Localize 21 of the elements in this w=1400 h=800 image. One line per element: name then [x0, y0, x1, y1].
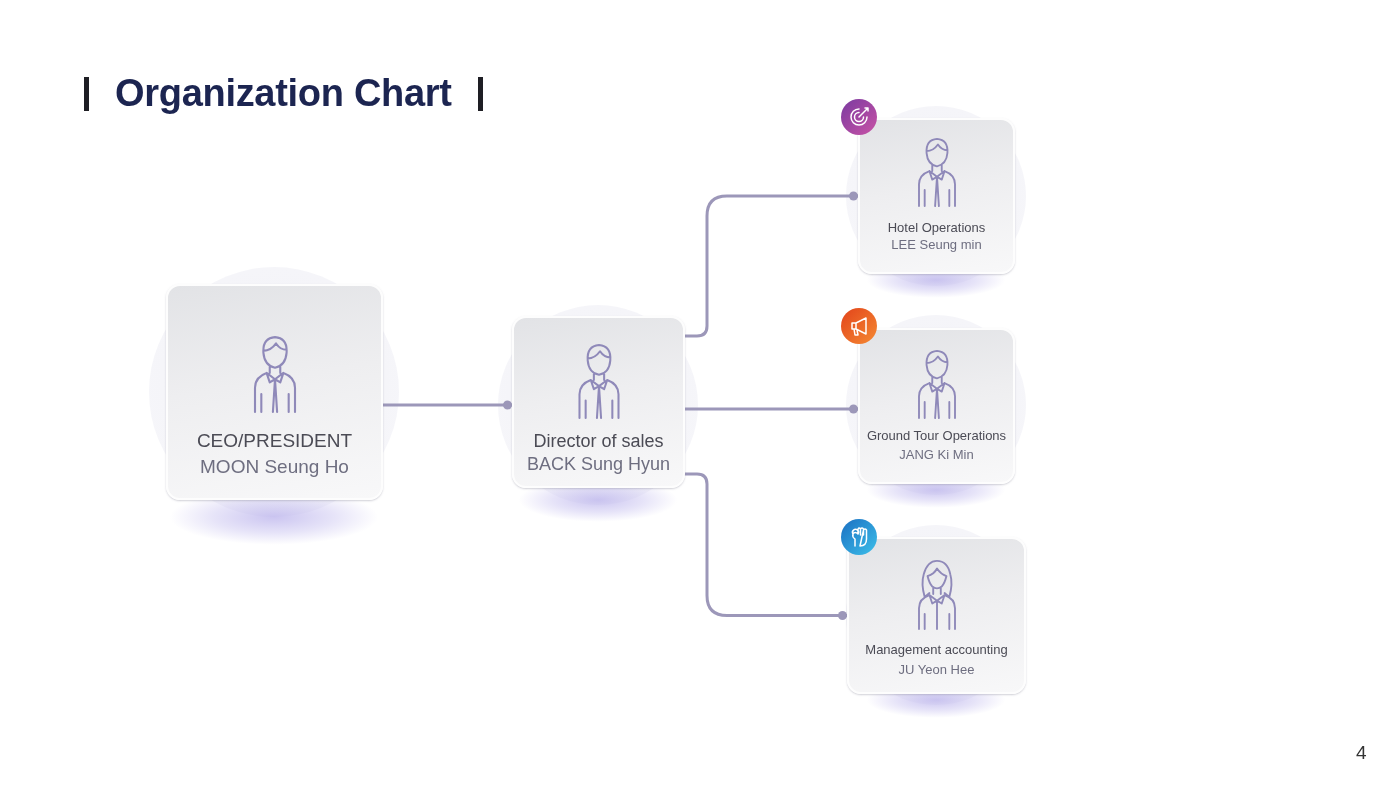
connector: [683, 404, 860, 414]
person-name: BACK Sung Hyun: [526, 453, 671, 476]
person-name: LEE Seung min: [891, 236, 982, 253]
person-name: MOON Seung Ho: [200, 455, 349, 479]
connector: [683, 191, 860, 338]
page-number: 4: [1356, 742, 1367, 764]
person-card: [166, 284, 383, 500]
role-title: Ground Tour Operations: [866, 427, 1007, 445]
person-card: [847, 537, 1026, 694]
role-title: Management accounting: [865, 641, 1008, 659]
connector: [683, 472, 849, 620]
person-name: JU Yeon Hee: [898, 661, 975, 679]
role-title: Director of sales: [533, 430, 664, 453]
person-card: [512, 316, 685, 488]
person-card: [858, 118, 1015, 274]
connector: [381, 400, 514, 410]
role-title: Hotel Operations: [887, 219, 986, 236]
page-title: Organization Chart: [115, 72, 452, 115]
person-card: [858, 328, 1015, 484]
person-name: JANG Ki Min: [899, 446, 974, 464]
role-title: CEO/PRESIDENT: [196, 429, 353, 453]
